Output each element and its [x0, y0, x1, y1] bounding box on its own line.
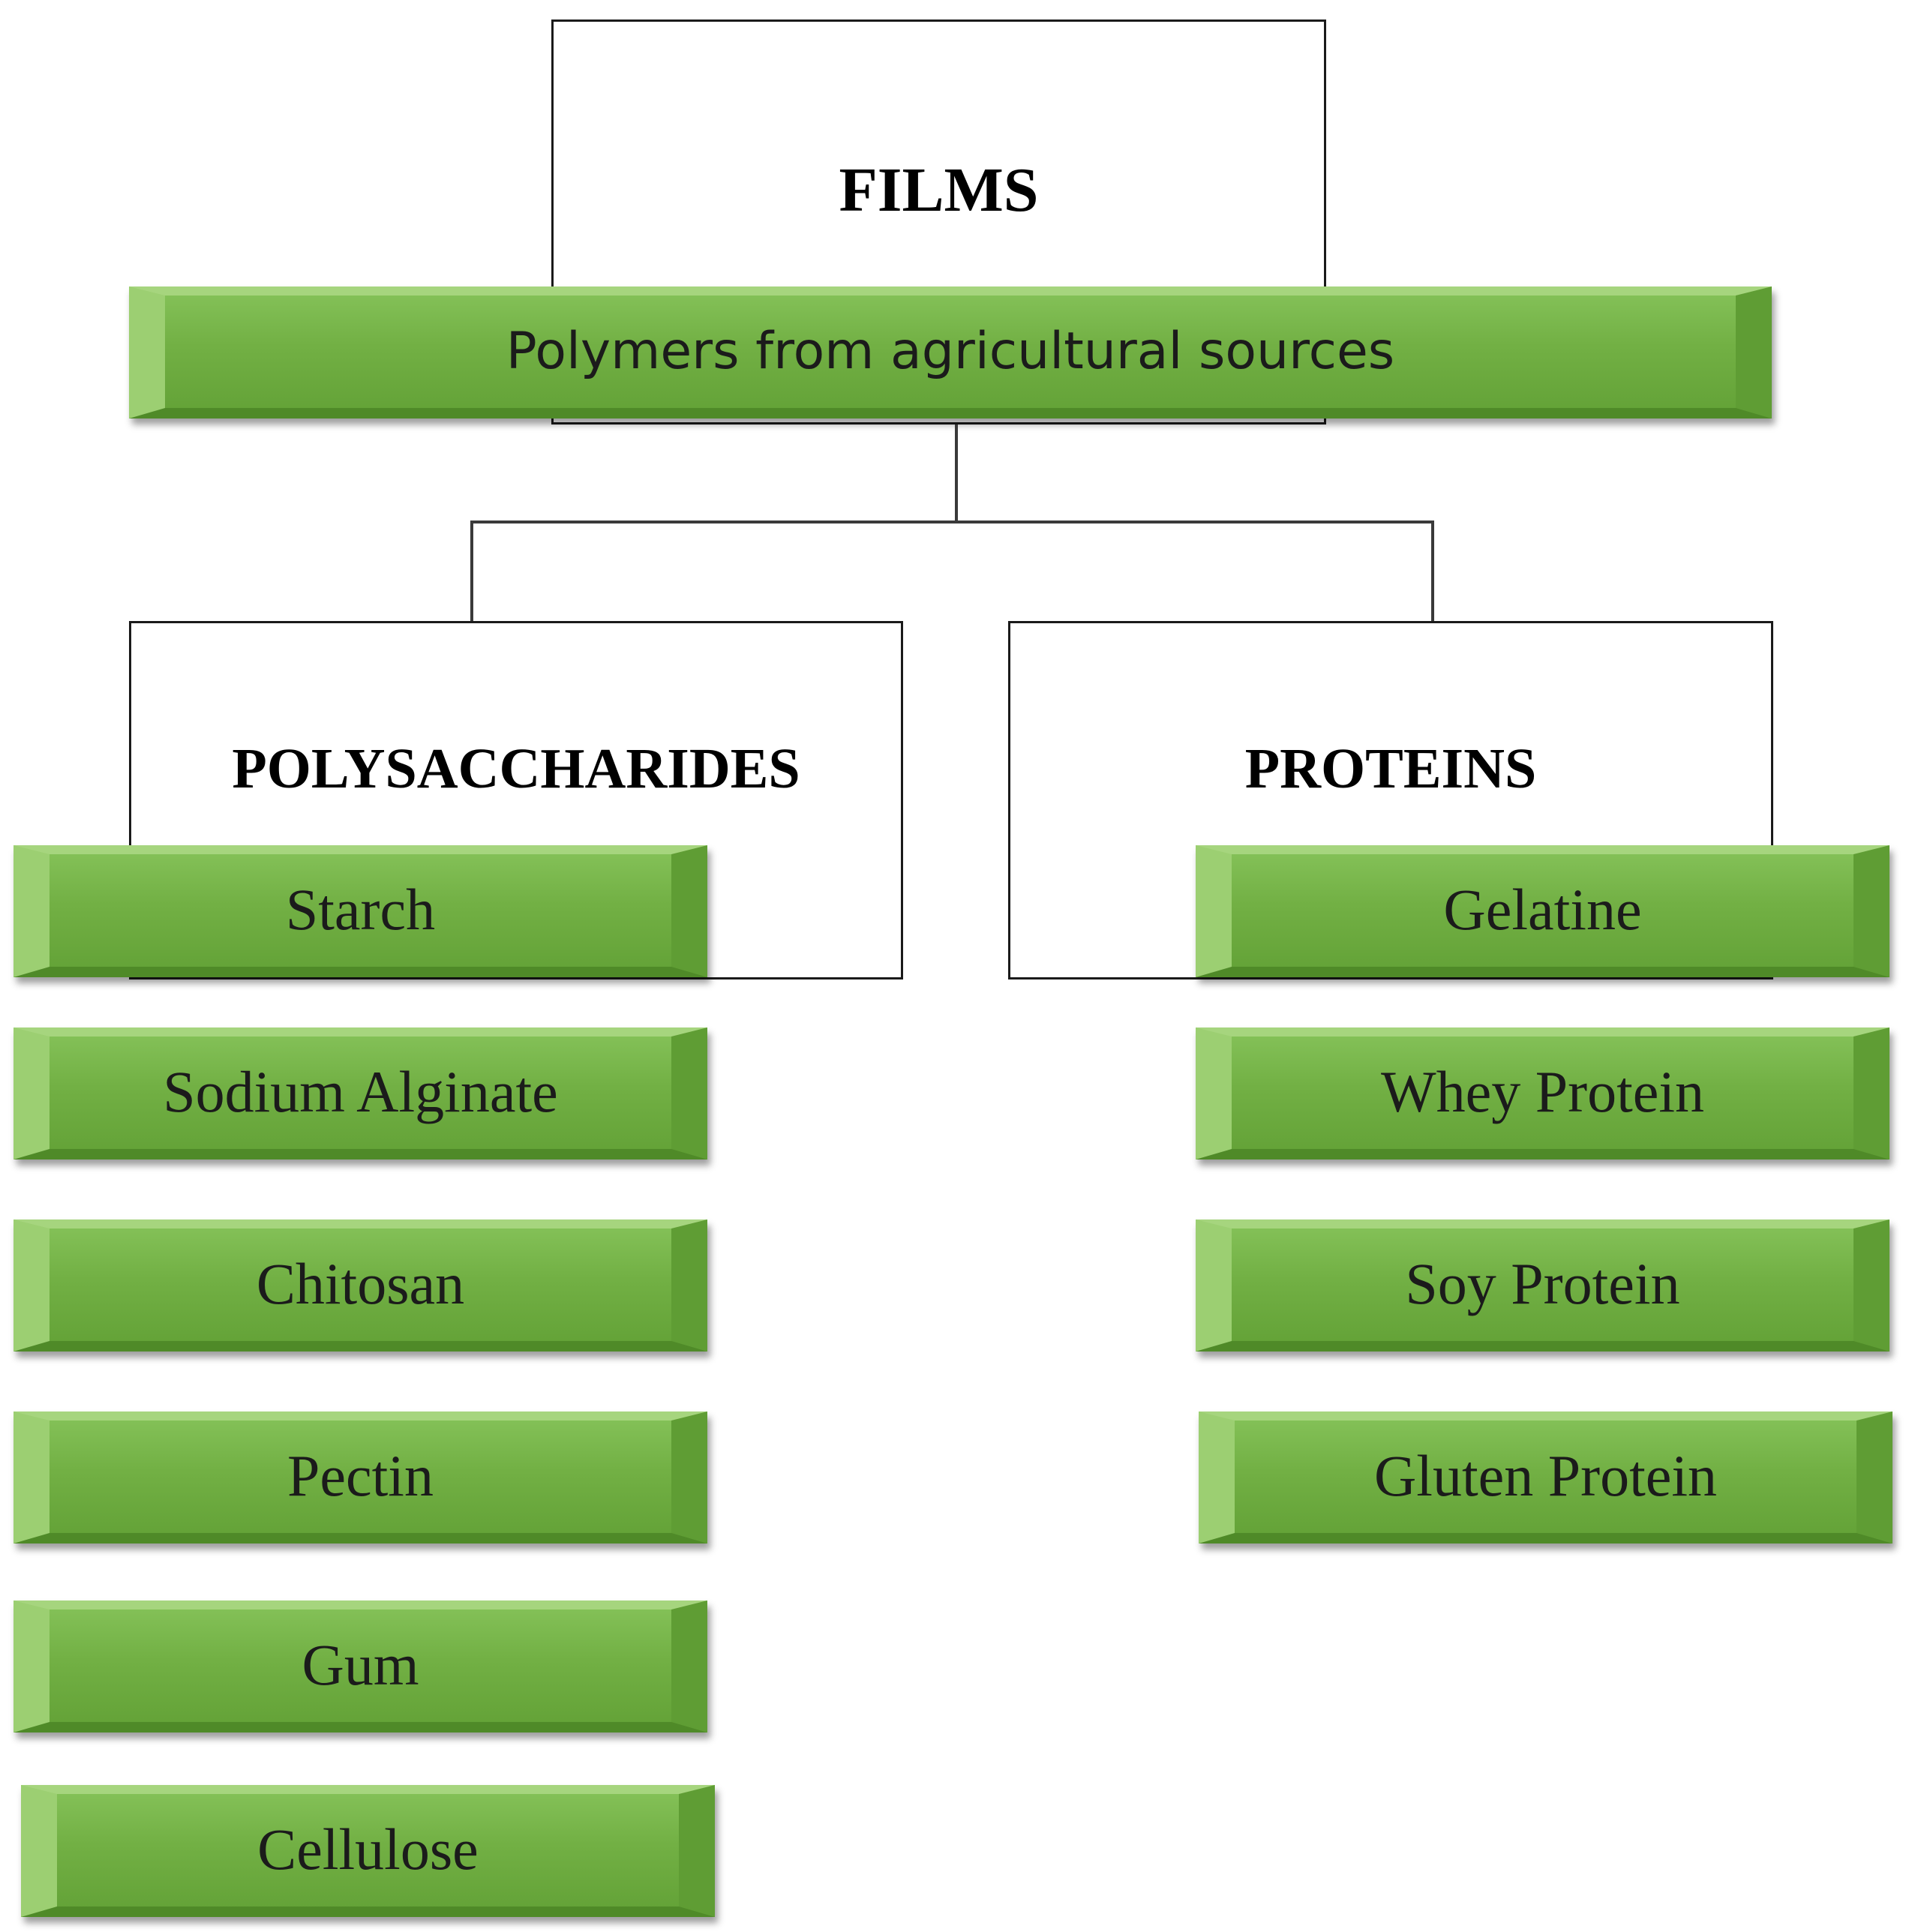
item-gelatine: Gelatine — [1196, 845, 1889, 977]
item-sodium-alginate: Sodium Alginate — [14, 1028, 707, 1160]
films-title: FILMS — [839, 155, 1039, 225]
polysaccharides-title: POLYSACCHARIDES — [232, 737, 800, 800]
item-whey-protein: Whey Protein — [1196, 1028, 1889, 1160]
item-label: Cellulose — [257, 1816, 479, 1882]
item-starch: Starch — [14, 845, 707, 977]
connector-left-drop — [470, 520, 473, 622]
item-pectin: Pectin — [14, 1412, 707, 1544]
connector-horizontal — [470, 520, 1434, 524]
item-label: Gum — [302, 1632, 419, 1698]
item-label: Sodium Alginate — [163, 1059, 558, 1125]
item-chitosan: Chitosan — [14, 1220, 707, 1352]
item-cellulose: Cellulose — [21, 1785, 715, 1917]
connector-right-drop — [1431, 520, 1434, 622]
item-gluten-protein: Gluten Protein — [1199, 1412, 1892, 1544]
connector-trunk — [955, 424, 958, 522]
item-label: Soy Protein — [1405, 1251, 1680, 1317]
polymers-label: Polymers from agricultural sources — [506, 321, 1395, 381]
polymers-bar: Polymers from agricultural sources — [129, 286, 1772, 418]
item-label: Whey Protein — [1380, 1059, 1705, 1125]
item-label: Starch — [285, 877, 436, 943]
item-label: Pectin — [287, 1443, 434, 1509]
proteins-title: PROTEINS — [1244, 737, 1537, 800]
item-soy-protein: Soy Protein — [1196, 1220, 1889, 1352]
item-gum: Gum — [14, 1600, 707, 1732]
item-label: Gelatine — [1443, 877, 1642, 943]
item-label: Chitosan — [256, 1251, 465, 1317]
item-label: Gluten Protein — [1373, 1443, 1718, 1509]
